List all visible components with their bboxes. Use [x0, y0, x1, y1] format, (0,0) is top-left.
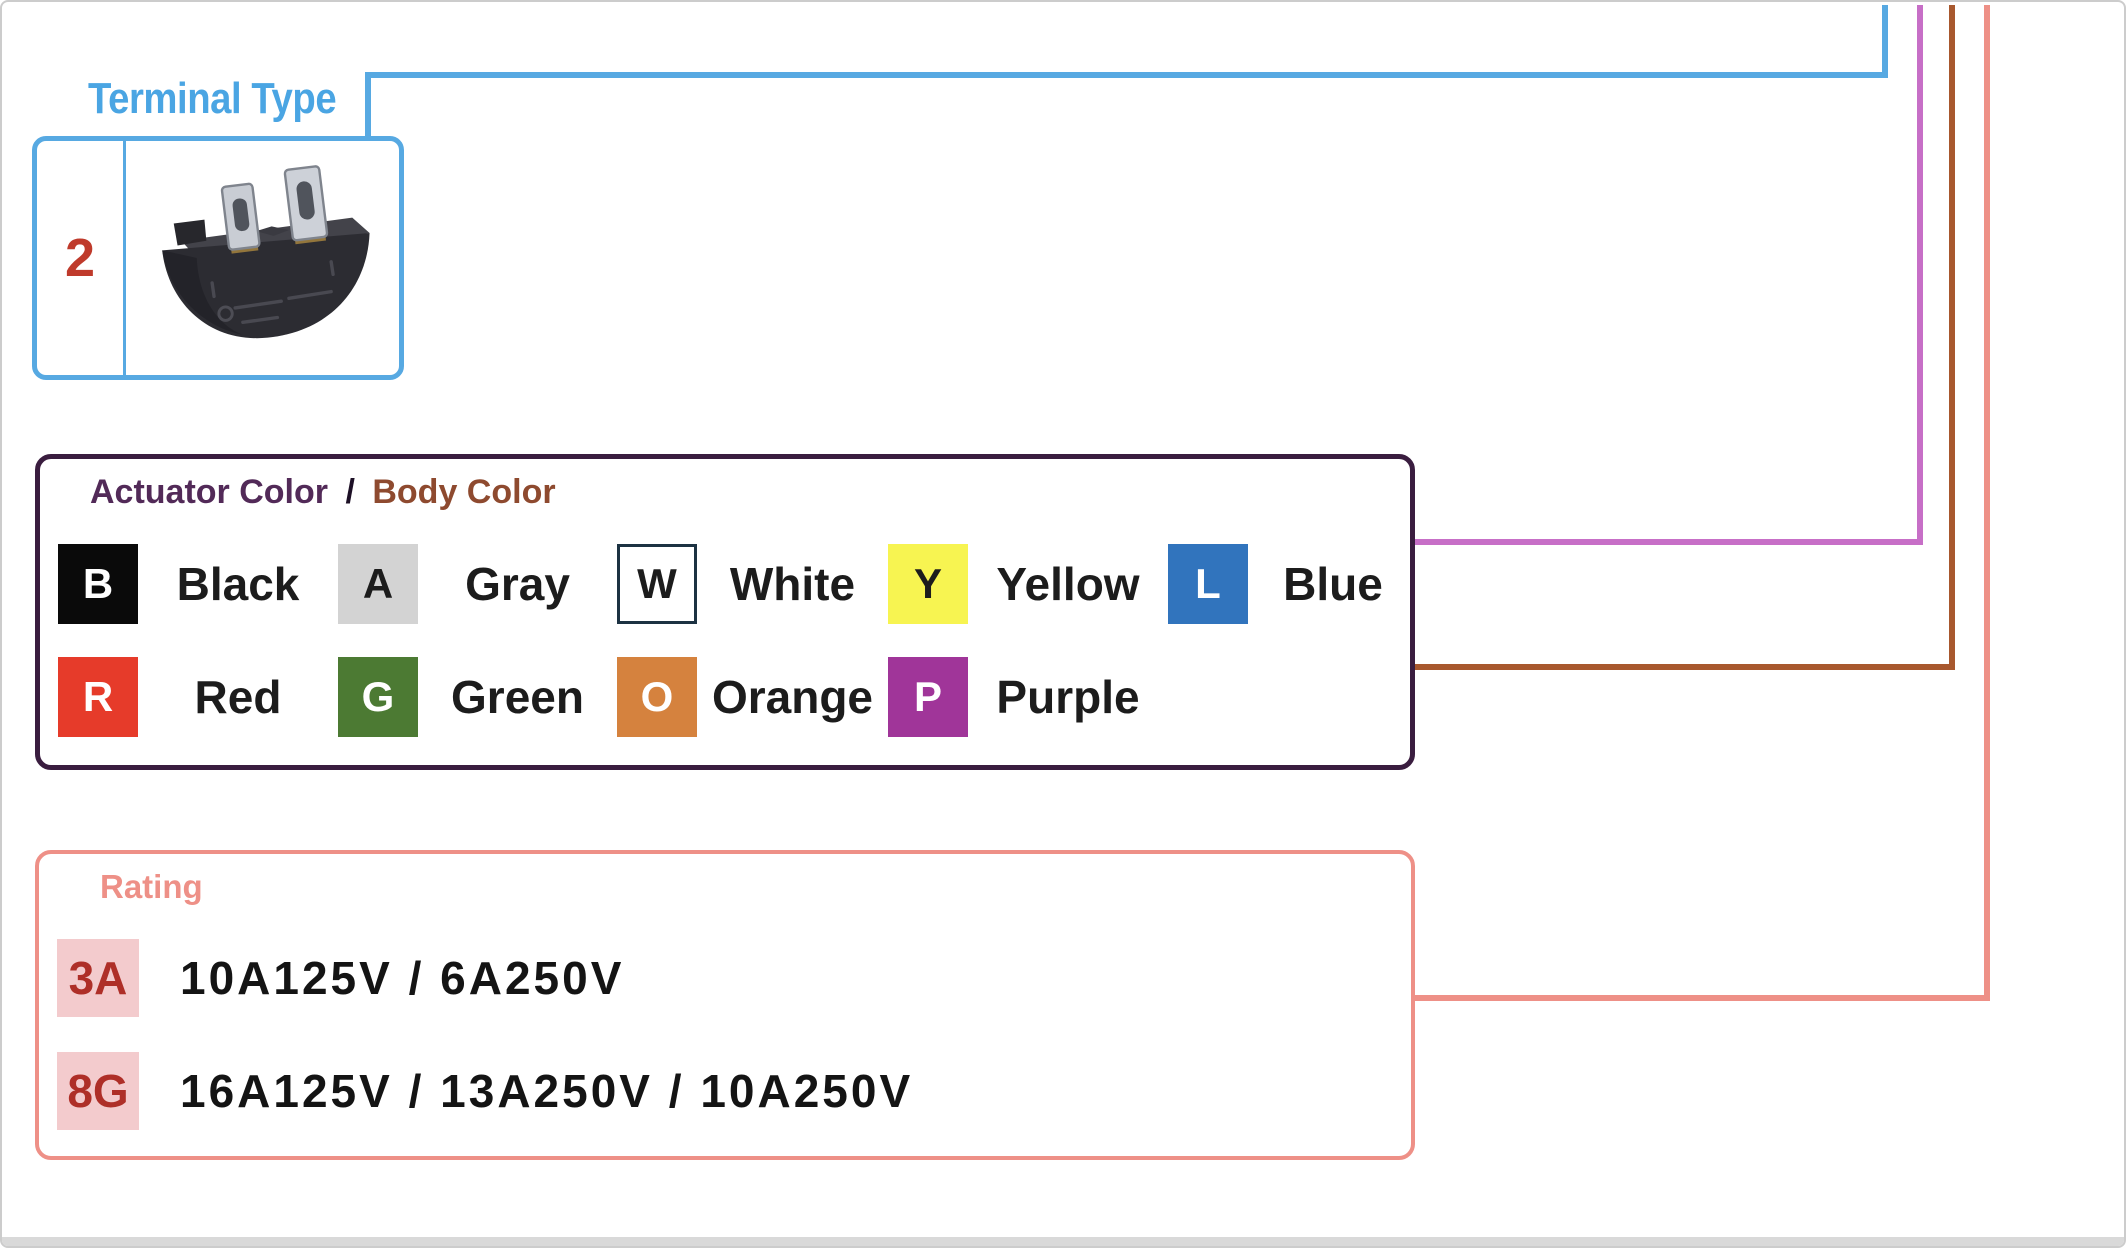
- color-label-blue: Blue: [1283, 558, 1383, 610]
- color-swatch-g: G: [338, 657, 418, 737]
- color-option-purple: P Purple: [888, 657, 1168, 737]
- color-option-yellow: Y Yellow: [888, 544, 1168, 624]
- terminal-type-box: 2: [32, 136, 404, 380]
- color-row-1: B Black A Gray W White Y Yellow L Blue: [58, 544, 1418, 624]
- rocker-switch-illustration: [161, 165, 370, 339]
- color-swatch-a: A: [338, 544, 418, 624]
- color-option-white: W White: [617, 544, 888, 624]
- rating-code-3a: 3A: [57, 939, 139, 1017]
- bottom-divider-strip: [2, 1237, 2124, 1246]
- body-color-connector-vertical: [1949, 5, 1955, 670]
- color-label-orange: Orange: [711, 671, 874, 723]
- actuator-color-title: Actuator Color: [90, 473, 328, 511]
- color-label-white: White: [729, 558, 856, 610]
- actuator-color-connector-horizontal: [1415, 539, 1923, 545]
- color-label-black: Black: [176, 558, 300, 610]
- color-label-purple: Purple: [996, 671, 1140, 723]
- rating-connector-horizontal: [1415, 995, 1990, 1001]
- rocker-switch-photo: [126, 141, 399, 375]
- actuator-color-connector-vertical: [1917, 5, 1923, 545]
- rating-row-3a: 3A 10A125V / 6A250V: [57, 939, 624, 1017]
- rating-code-8g: 8G: [57, 1052, 139, 1130]
- color-swatch-r: R: [58, 657, 138, 737]
- color-option-blue: L Blue: [1168, 544, 1418, 624]
- rating-value-3a: 10A125V / 6A250V: [180, 952, 625, 1004]
- color-label-red: Red: [194, 671, 282, 723]
- terminal-type-code: 2: [64, 228, 96, 288]
- color-label-green: Green: [451, 671, 584, 723]
- actuator-body-color-box: Actuator Color / Body Color B Black A Gr…: [35, 454, 1415, 770]
- terminal-type-connector-vertical: [1882, 5, 1888, 78]
- color-option-red: R Red: [58, 657, 338, 737]
- actuator-body-title: Actuator Color / Body Color: [90, 473, 556, 512]
- color-option-orange: O Orange: [617, 657, 888, 737]
- title-separator: /: [345, 473, 355, 511]
- body-color-connector-horizontal: [1415, 664, 1955, 670]
- color-option-gray: A Gray: [338, 544, 617, 624]
- terminal-box-divider: [123, 141, 126, 375]
- color-swatch-y: Y: [888, 544, 968, 624]
- terminal-type-connector-drop: [365, 72, 371, 136]
- color-option-green: G Green: [338, 657, 617, 737]
- terminal-type-title: Terminal Type: [88, 74, 337, 123]
- color-swatch-w: W: [617, 544, 697, 624]
- rating-value-8g: 16A125V / 13A250V / 10A250V: [180, 1065, 914, 1117]
- color-swatch-l: L: [1168, 544, 1248, 624]
- color-label-yellow: Yellow: [996, 558, 1140, 610]
- color-swatch-p: P: [888, 657, 968, 737]
- terminal-type-connector-horizontal: [365, 72, 1888, 78]
- rating-title: Rating: [100, 868, 203, 905]
- rating-row-8g: 8G 16A125V / 13A250V / 10A250V: [57, 1052, 913, 1130]
- rating-box: Rating 3A 10A125V / 6A250V 8G 16A125V / …: [35, 850, 1415, 1160]
- body-color-title: Body Color: [372, 473, 556, 511]
- color-swatch-b: B: [58, 544, 138, 624]
- rating-connector-vertical: [1984, 5, 1990, 1001]
- color-row-2: R Red G Green O Orange P Purple: [58, 657, 1168, 737]
- color-label-gray: Gray: [465, 558, 570, 610]
- color-option-black: B Black: [58, 544, 338, 624]
- color-swatch-o: O: [617, 657, 697, 737]
